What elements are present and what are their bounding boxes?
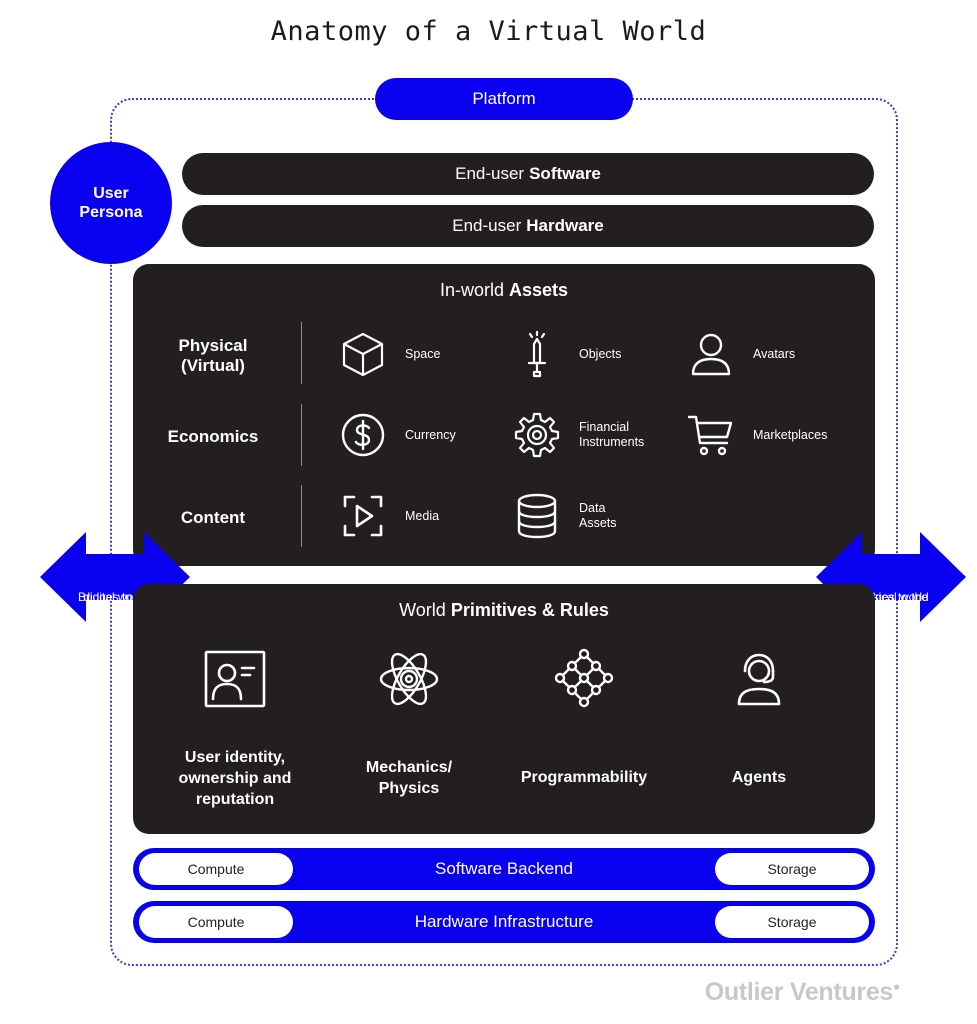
person-icon: [691, 333, 731, 376]
software-backend-label: Software Backend: [435, 859, 573, 878]
asset-avatars: Avatars: [687, 324, 795, 384]
asset-data-assets: Data Assets: [513, 486, 617, 546]
brand-mark-icon: ●: [893, 979, 900, 994]
asset-media: Media: [339, 486, 439, 546]
hardware-bar-prefix: End-user: [452, 216, 522, 235]
asset-financial-instruments: Financial Instruments: [513, 405, 644, 465]
primitives-title-bold: Primitives & Rules: [450, 600, 609, 620]
mechanics-line-1: Mechanics/: [365, 759, 453, 776]
identity-line-2: ownership and: [178, 770, 292, 787]
row-label-economics: Economics: [167, 427, 259, 446]
persona-line-2: Persona: [79, 204, 143, 221]
user-persona-circle: User Persona: [50, 142, 172, 264]
in-world-assets-panel: In-world Assets Physical (Virtual) Space…: [133, 264, 875, 566]
diagram-title: Anatomy of a Virtual World: [270, 16, 707, 47]
hardware-infrastructure-label: Hardware Infrastructure: [414, 912, 594, 931]
storage-pill: Storage: [715, 906, 869, 938]
storage-pill: Storage: [715, 853, 869, 885]
asset-marketplaces: Marketplaces: [687, 405, 827, 465]
asset-label: Space: [405, 346, 441, 361]
bridge-digital-line-2: digital world: [83, 590, 147, 604]
hardware-infrastructure-bar: Compute Hardware Infrastructure Storage: [133, 901, 875, 943]
software-bar-prefix: End-user: [455, 164, 525, 183]
brand-logo: Outlier Ventures●: [704, 978, 901, 1007]
row-label-physical: Physical (Virtual): [133, 336, 293, 376]
primitive-mechanics-physics: Mechanics/ Physics: [324, 644, 494, 797]
database-icon: [517, 493, 557, 539]
asset-objects: Objects: [513, 324, 621, 384]
assets-title: In-world Assets: [133, 280, 875, 301]
primitive-label: User identity, ownership and reputation: [150, 747, 320, 810]
end-user-software-bar: End-user Software: [182, 153, 874, 195]
assets-title-bold: Assets: [509, 280, 569, 300]
asset-label: Objects: [579, 346, 622, 361]
asset-label-multiline: Data Assets: [579, 501, 617, 531]
primitive-label: Programmability: [520, 769, 648, 786]
identity-line-3: reputation: [195, 791, 275, 808]
sword-icon: [527, 330, 547, 378]
row-divider: [301, 322, 302, 384]
atom-icon: [379, 652, 439, 706]
end-user-hardware-bar: End-user Hardware: [182, 205, 874, 247]
compute-pill: Compute: [139, 906, 293, 938]
primitive-label: Mechanics/ Physics: [324, 757, 494, 799]
primitive-programmability: Programmability: [499, 644, 669, 786]
gear-icon: [514, 412, 560, 458]
row-label-physical-line-1: Physical: [178, 336, 248, 355]
media-play-icon: [343, 495, 383, 537]
compute-pill: Compute: [139, 853, 293, 885]
mechanics-line-2: Physics: [378, 780, 440, 797]
network-icon: [554, 648, 614, 708]
asset-space: Space: [339, 324, 440, 384]
asset-label: Avatars: [753, 346, 796, 361]
software-backend-bar: Compute Software Backend Storage: [133, 848, 875, 890]
world-primitives-panel: World Primitives & Rules User identity, …: [133, 584, 875, 834]
hardware-bar-bold: Hardware: [526, 216, 604, 235]
data-assets-line-1: Data: [579, 501, 606, 515]
asset-label: Marketplaces: [753, 427, 828, 442]
financial-line-1: Financial: [579, 420, 630, 434]
primitive-user-identity: User identity, ownership and reputation: [150, 644, 320, 808]
primitive-label: Agents: [731, 769, 787, 786]
dollar-icon: [341, 413, 385, 457]
asset-label: Currency: [405, 427, 456, 442]
row-divider: [301, 404, 302, 466]
primitive-agents: Agents: [674, 644, 844, 786]
assets-title-prefix: In-world: [439, 280, 504, 300]
cube-icon: [342, 332, 384, 377]
id-card-icon: [204, 650, 266, 708]
asset-label: Media: [405, 508, 440, 523]
brand-name: Outlier Ventures: [704, 978, 894, 1006]
platform-pill: Platform: [375, 78, 633, 120]
software-bar-bold: Software: [529, 164, 601, 183]
identity-line-1: User identity,: [184, 749, 286, 766]
primitives-title-prefix: World: [399, 600, 446, 620]
primitives-title: World Primitives & Rules: [133, 600, 875, 621]
headset-agent-icon: [737, 653, 781, 706]
asset-label-multiline: Financial Instruments: [579, 420, 644, 450]
financial-line-2: Instruments: [579, 435, 645, 449]
row-label-physical-line-2: (Virtual): [181, 356, 245, 375]
row-label-content: Content: [180, 508, 246, 527]
data-assets-line-2: Assets: [579, 516, 617, 530]
persona-line-1: User: [93, 185, 129, 202]
asset-currency: Currency: [339, 405, 456, 465]
row-divider: [301, 485, 302, 547]
cart-icon: [687, 415, 733, 456]
